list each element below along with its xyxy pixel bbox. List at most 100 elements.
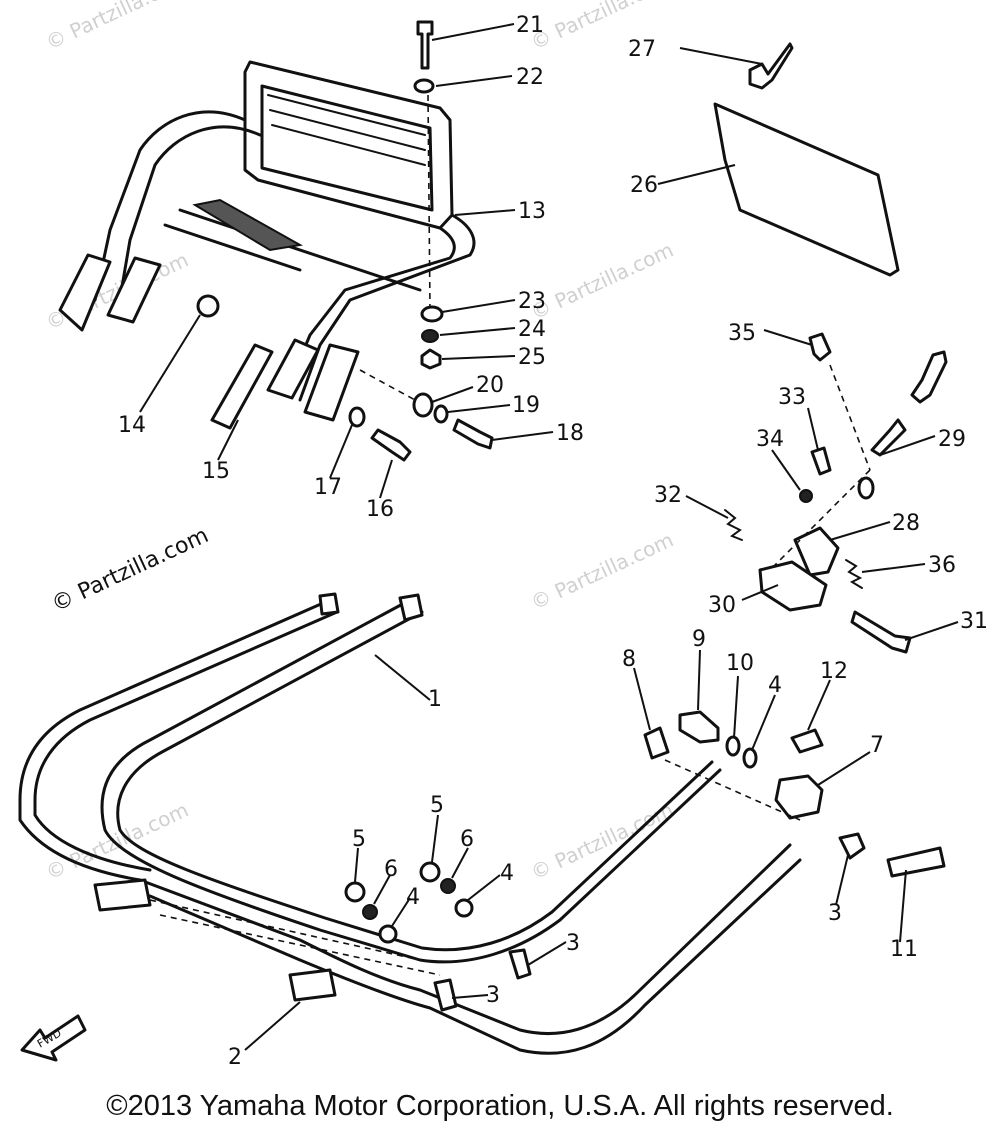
callout-29: 29 <box>938 427 966 452</box>
washer <box>454 898 474 918</box>
license-plate <box>713 102 900 277</box>
washer <box>348 406 366 428</box>
washer <box>421 329 439 343</box>
screw <box>808 332 832 362</box>
callout-21: 21 <box>516 13 544 38</box>
carrier-rack <box>58 60 476 422</box>
rubber-stopper <box>790 728 824 754</box>
clip <box>643 726 670 760</box>
callout-4: 4 <box>500 861 514 886</box>
spring <box>845 559 863 589</box>
nut <box>799 489 813 503</box>
callout-10: 10 <box>726 651 754 676</box>
watermark-faint: © Partzilla.com <box>527 238 677 325</box>
callout-27: 27 <box>628 37 656 62</box>
callout-30: 30 <box>708 593 736 618</box>
watermark-faint: © Partzilla.com <box>527 798 677 885</box>
bolt <box>810 446 832 476</box>
watermark-faint: © Partzilla.com <box>42 0 192 55</box>
long-bolt <box>850 610 912 654</box>
spring <box>724 509 743 541</box>
bolt <box>452 418 494 450</box>
washer <box>742 747 758 769</box>
bolt <box>678 710 720 744</box>
copyright-notice: ©2013 Yamaha Motor Corporation, U.S.A. A… <box>106 1090 894 1122</box>
callout-22: 22 <box>516 65 544 90</box>
callout-9: 9 <box>692 627 706 652</box>
callout-2: 2 <box>228 1045 242 1070</box>
assembly-line <box>427 94 431 311</box>
callout-18: 18 <box>556 421 584 446</box>
callout-28: 28 <box>892 511 920 536</box>
callout-16: 16 <box>366 497 394 522</box>
callout-24: 24 <box>518 317 546 342</box>
bolt <box>370 428 412 462</box>
callout-4: 4 <box>768 673 782 698</box>
callout-8: 8 <box>622 647 636 672</box>
watermark-faint: © Partzilla.com <box>527 528 677 615</box>
bolt <box>838 832 866 860</box>
washer <box>440 878 456 894</box>
callout-32: 32 <box>654 483 682 508</box>
callout-3: 3 <box>566 931 580 956</box>
washer <box>362 904 378 920</box>
callout-31: 31 <box>960 609 988 634</box>
hinge-bracket <box>774 774 824 820</box>
assembly-line <box>664 759 801 821</box>
rubber-grommet <box>196 294 220 318</box>
callout-35: 35 <box>728 321 756 346</box>
callout-11: 11 <box>890 937 918 962</box>
assembly-line <box>359 369 416 401</box>
callout-5: 5 <box>352 827 366 852</box>
bracket <box>793 526 840 577</box>
callout-25: 25 <box>518 345 546 370</box>
callout-3: 3 <box>828 901 842 926</box>
collar <box>412 392 434 418</box>
callout-4: 4 <box>406 885 420 910</box>
callout-34: 34 <box>756 427 784 452</box>
nut <box>344 881 366 903</box>
callout-1: 1 <box>428 687 442 712</box>
bumper-frame <box>18 592 802 1055</box>
washer <box>413 78 435 94</box>
washer <box>725 735 741 757</box>
callout-33: 33 <box>778 385 806 410</box>
callout-15: 15 <box>202 459 230 484</box>
assembly-line <box>829 364 871 471</box>
collar <box>420 305 444 323</box>
callout-6: 6 <box>460 827 474 852</box>
washer <box>378 924 398 944</box>
callout-3: 3 <box>486 983 500 1008</box>
nut <box>420 348 442 370</box>
callout-20: 20 <box>476 373 504 398</box>
bolt <box>433 978 458 1012</box>
watermark-main: © Partzilla.com <box>48 523 212 617</box>
bolt <box>910 350 948 404</box>
callout-7: 7 <box>870 733 884 758</box>
callout-12: 12 <box>820 659 848 684</box>
assembly-line <box>769 469 871 571</box>
callout-13: 13 <box>518 199 546 224</box>
callout-19: 19 <box>512 393 540 418</box>
callout-36: 36 <box>928 553 956 578</box>
bolt <box>870 418 907 457</box>
bolt <box>416 20 434 70</box>
callout-26: 26 <box>630 173 658 198</box>
callout-labels: 21 22 13 23 24 25 20 19 18 14 15 17 16 2… <box>118 13 988 1070</box>
screw <box>748 42 794 90</box>
watermark-faint: © Partzilla.com <box>42 248 192 335</box>
callout-23: 23 <box>518 289 546 314</box>
nut <box>419 861 441 883</box>
leader-lines <box>139 23 959 1051</box>
callout-14: 14 <box>118 413 146 438</box>
callout-5: 5 <box>430 793 444 818</box>
callout-6: 6 <box>384 857 398 882</box>
washer <box>433 404 449 424</box>
washer <box>857 476 875 500</box>
mounting-plate <box>210 343 274 430</box>
caution-label <box>886 846 946 878</box>
callout-17: 17 <box>314 475 342 500</box>
forward-arrow-icon: FWD <box>20 1014 87 1062</box>
bolt <box>508 948 532 980</box>
